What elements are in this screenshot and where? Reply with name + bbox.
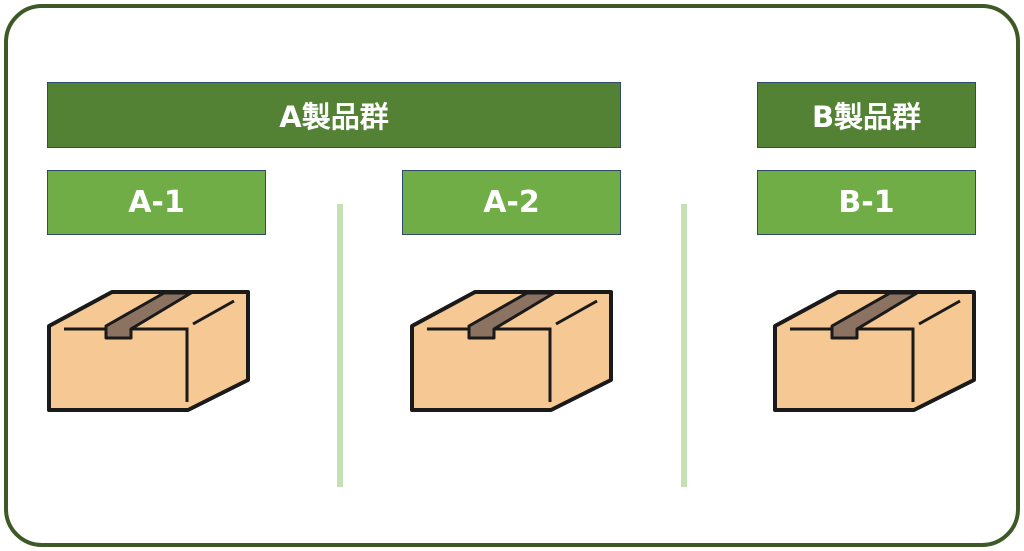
box-icon xyxy=(773,289,977,413)
product-b1-label: B-1 xyxy=(757,170,976,235)
group-a-header: A製品群 xyxy=(47,82,621,148)
box-icon xyxy=(410,289,614,413)
box-icon xyxy=(47,289,251,413)
diagram-frame xyxy=(4,4,1020,547)
divider xyxy=(337,204,343,487)
divider xyxy=(681,204,687,487)
product-a1-label: A-1 xyxy=(47,170,266,235)
product-a2-label: A-2 xyxy=(402,170,621,235)
group-b-header: B製品群 xyxy=(757,82,976,148)
